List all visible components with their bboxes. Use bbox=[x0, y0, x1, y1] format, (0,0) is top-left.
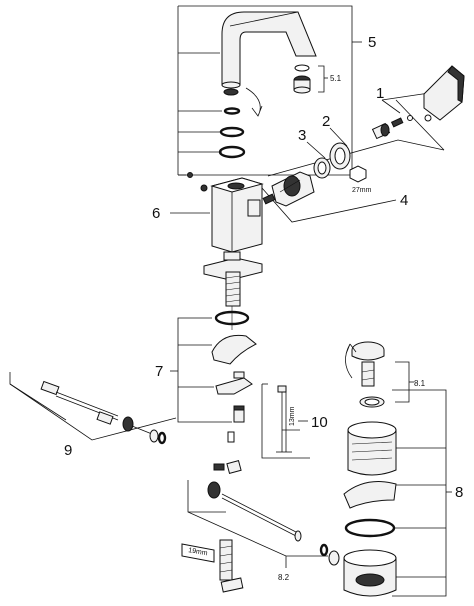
dimension-wrench-size: 27mm bbox=[352, 187, 372, 194]
mounting-set bbox=[211, 310, 257, 443]
hex-nut-icon bbox=[349, 165, 367, 183]
spout bbox=[221, 11, 317, 117]
callout-5-1: 5.1 bbox=[330, 74, 342, 83]
callout-6: 6 bbox=[152, 205, 160, 222]
threaded-stud bbox=[225, 271, 241, 330]
aerator-5-1 bbox=[293, 64, 311, 94]
hose-connector bbox=[181, 539, 244, 593]
callout-4: 4 bbox=[400, 192, 408, 209]
faucet-body bbox=[200, 177, 264, 330]
callout-1: 1 bbox=[376, 85, 384, 102]
popup-rod-assembly bbox=[181, 460, 340, 593]
callout-labels: 5 5.1 1 2 3 4 6 7 9 10 8.1 8 8.2 bbox=[64, 34, 463, 582]
callout-2: 2 bbox=[322, 113, 330, 130]
drain-assembly bbox=[343, 341, 397, 597]
callout-5: 5 bbox=[368, 34, 376, 51]
leader-lines bbox=[9, 5, 452, 597]
callout-3: 3 bbox=[298, 127, 306, 144]
callout-7: 7 bbox=[155, 363, 163, 380]
callout-10: 10 bbox=[311, 414, 328, 431]
cartridge-group bbox=[262, 122, 391, 207]
flex-hose bbox=[40, 380, 167, 445]
dimension-hose-size: 19mm bbox=[188, 547, 209, 557]
hex-key-tool bbox=[276, 385, 300, 453]
dimension-hex-key-size: 13mm bbox=[289, 406, 296, 426]
dimension-labels: 27mm 13mm 19mm bbox=[188, 187, 372, 557]
callout-9: 9 bbox=[64, 442, 72, 459]
spout-seals bbox=[187, 107, 246, 178]
callout-8: 8 bbox=[455, 484, 463, 501]
lever-handle bbox=[390, 65, 465, 128]
callout-8-2: 8.2 bbox=[278, 573, 290, 582]
callout-8-1: 8.1 bbox=[414, 379, 426, 388]
